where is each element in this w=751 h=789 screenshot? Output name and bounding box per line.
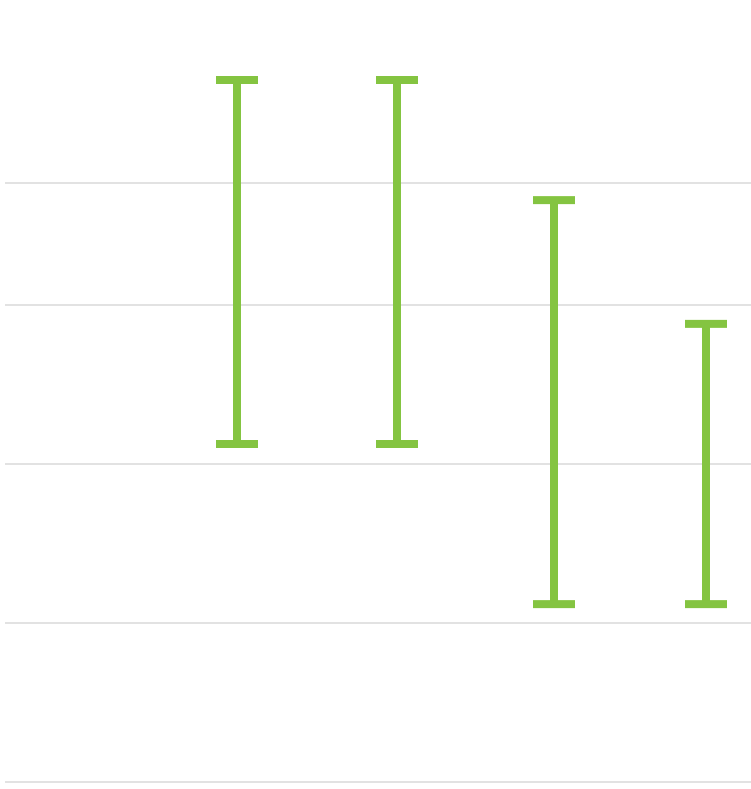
range-bar-B	[376, 76, 418, 448]
range-bar-D	[685, 319, 727, 609]
range-bar-A	[216, 76, 258, 448]
range-bars	[216, 76, 727, 609]
range-bar-C	[533, 196, 575, 609]
gridlines	[5, 182, 751, 783]
